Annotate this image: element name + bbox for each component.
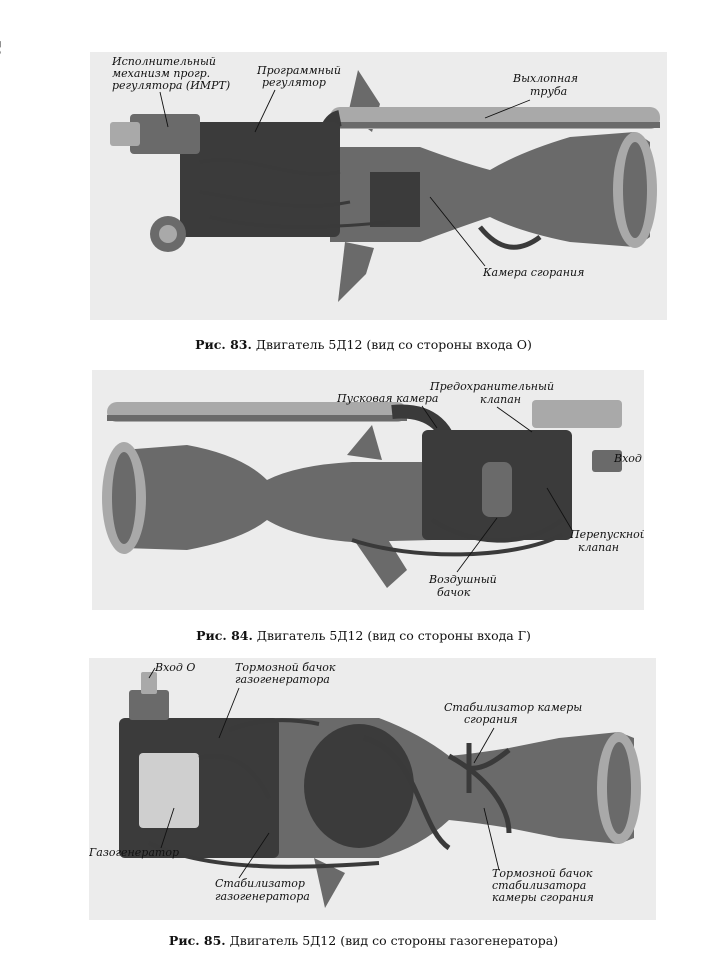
callout-bypass-2: клапан: [578, 541, 619, 554]
caption-text: Двигатель 5Д12 (вид со стороны входа О): [251, 337, 532, 352]
callout-actuator-3: регулятора (ИМРТ): [112, 79, 230, 92]
engine-5d12-view-gas-generator: Вход О Тормозной бачок газогенератора Ст…: [89, 658, 656, 920]
caption-text: Двигатель 5Д12 (вид со стороны входа Г): [252, 628, 531, 643]
callout-stab-gg-2: газогенератора: [215, 890, 310, 903]
callout-actuator-1: Исполнительный: [111, 55, 216, 68]
callout-exhaust-1: Выхлопная: [512, 72, 578, 85]
caption-fig-85: Рис. 85. Двигатель 5Д12 (вид со стороны …: [0, 933, 727, 948]
callout-air-tank-2: бачок: [437, 586, 471, 599]
figure-83-photo: Исполнительный механизм прогр. регулятор…: [90, 52, 667, 320]
caption-text: Двигатель 5Д12 (вид со стороны газогенер…: [225, 933, 559, 948]
callout-stab-gg-1: Стабилизатор: [215, 877, 305, 890]
callout-stab-chamber-2: сгорания: [464, 713, 518, 726]
callout-safety-1: Предохранительный: [429, 380, 554, 393]
callout-regulator-2: регулятор: [262, 76, 326, 89]
callout-brake-tank-gg-1: Тормозной бачок: [235, 661, 336, 674]
engine-5d12-view-g: Пусковая камера Предохранительный клапан…: [92, 370, 644, 610]
figure-84-photo: Пусковая камера Предохранительный клапан…: [92, 370, 644, 610]
caption-label: Рис. 84.: [196, 628, 253, 643]
callout-brake-stab-2: стабилизатора: [492, 879, 586, 892]
callout-regulator-1: Программный: [256, 64, 341, 77]
callout-bypass-1: Перепускной: [569, 528, 644, 541]
callout-inlet-o: Вход О: [154, 661, 195, 674]
callout-inlet-g: Вход Г: [613, 452, 644, 465]
callout-safety-2: клапан: [480, 393, 521, 406]
callout-exhaust-2: труба: [530, 85, 567, 98]
caption-label: Рис. 85.: [168, 933, 226, 948]
callout-gas-generator: Газогенератор: [89, 846, 179, 859]
figure-85-photo: Вход О Тормозной бачок газогенератора Ст…: [89, 658, 656, 920]
caption-fig-83: Рис. 83. Двигатель 5Д12 (вид со стороны …: [0, 337, 727, 352]
callout-actuator-2: механизм прогр.: [112, 67, 210, 80]
callout-chamber: Камера сгорания: [482, 266, 584, 279]
callout-brake-stab-1: Тормозной бачок: [492, 867, 593, 880]
callout-stab-chamber-1: Стабилизатор камеры: [444, 701, 582, 714]
page-number: 70: [0, 40, 2, 57]
caption-label: Рис. 83.: [195, 337, 252, 352]
callout-start-chamber: Пусковая камера: [336, 392, 438, 405]
caption-fig-84: Рис. 84. Двигатель 5Д12 (вид со стороны …: [0, 628, 727, 643]
engine-5d12-view-o: Исполнительный механизм прогр. регулятор…: [90, 52, 667, 320]
callout-brake-stab-3: камеры сгорания: [492, 891, 594, 904]
callout-air-tank-1: Воздушный: [428, 573, 497, 586]
callout-brake-tank-gg-2: газогенератора: [235, 673, 330, 686]
